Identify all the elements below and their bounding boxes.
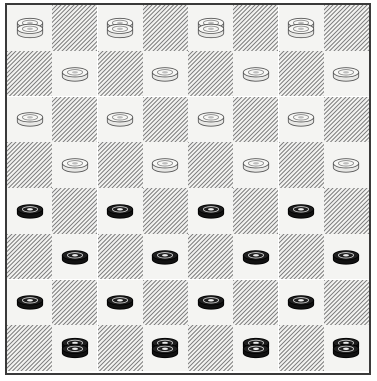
board-square-r1-c1[interactable] xyxy=(52,51,97,97)
white-man-piece[interactable] xyxy=(148,63,182,85)
board-square-r6-c5[interactable] xyxy=(233,280,278,326)
white-man-piece[interactable] xyxy=(329,63,363,85)
black-man-piece[interactable] xyxy=(194,200,228,222)
white-man-piece[interactable] xyxy=(329,154,363,176)
board-square-r0-c2[interactable] xyxy=(98,5,143,51)
board-square-r5-c4[interactable] xyxy=(188,234,233,280)
board-square-r4-c2[interactable] xyxy=(98,188,143,234)
black-man-piece[interactable] xyxy=(103,200,137,222)
white-man-piece[interactable] xyxy=(58,63,92,85)
white-man-piece[interactable] xyxy=(103,108,137,130)
board-square-r7-c5[interactable] xyxy=(233,325,278,371)
board-square-r2-c1[interactable] xyxy=(52,97,97,143)
board-square-r4-c7[interactable] xyxy=(324,188,369,234)
board-square-r3-c5[interactable] xyxy=(233,142,278,188)
board-square-r0-c7[interactable] xyxy=(324,5,369,51)
board-square-r0-c0[interactable] xyxy=(7,5,52,51)
black-man-piece[interactable] xyxy=(284,291,318,313)
board-square-r5-c6[interactable] xyxy=(279,234,324,280)
board-square-r2-c6[interactable] xyxy=(279,97,324,143)
board-square-r1-c5[interactable] xyxy=(233,51,278,97)
board-square-r6-c1[interactable] xyxy=(52,280,97,326)
board-square-r7-c6[interactable] xyxy=(279,325,324,371)
board-square-r3-c1[interactable] xyxy=(52,142,97,188)
black-man-piece[interactable] xyxy=(13,200,47,222)
black-king-piece[interactable] xyxy=(148,337,182,359)
board-square-r6-c3[interactable] xyxy=(143,280,188,326)
black-king-piece[interactable] xyxy=(329,337,363,359)
board-square-r1-c2[interactable] xyxy=(98,51,143,97)
board-square-r2-c7[interactable] xyxy=(324,97,369,143)
board-square-r4-c6[interactable] xyxy=(279,188,324,234)
board-square-r3-c6[interactable] xyxy=(279,142,324,188)
black-man-piece[interactable] xyxy=(103,291,137,313)
board-square-r2-c5[interactable] xyxy=(233,97,278,143)
board-square-r5-c1[interactable] xyxy=(52,234,97,280)
white-man-piece[interactable] xyxy=(239,63,273,85)
board-square-r5-c0[interactable] xyxy=(7,234,52,280)
board-square-r7-c4[interactable] xyxy=(188,325,233,371)
white-king-piece[interactable] xyxy=(284,17,318,39)
board-square-r7-c2[interactable] xyxy=(98,325,143,371)
board-square-r3-c3[interactable] xyxy=(143,142,188,188)
board-square-r4-c1[interactable] xyxy=(52,188,97,234)
white-king-piece[interactable] xyxy=(194,17,228,39)
board-square-r7-c3[interactable] xyxy=(143,325,188,371)
board-square-r1-c4[interactable] xyxy=(188,51,233,97)
board-square-r3-c0[interactable] xyxy=(7,142,52,188)
board-square-r5-c3[interactable] xyxy=(143,234,188,280)
board-square-r1-c3[interactable] xyxy=(143,51,188,97)
board-square-r3-c7[interactable] xyxy=(324,142,369,188)
board-square-r3-c4[interactable] xyxy=(188,142,233,188)
board-square-r7-c1[interactable] xyxy=(52,325,97,371)
board-square-r7-c7[interactable] xyxy=(324,325,369,371)
board-square-r0-c3[interactable] xyxy=(143,5,188,51)
white-king-piece[interactable] xyxy=(13,17,47,39)
board-square-r2-c0[interactable] xyxy=(7,97,52,143)
white-man-piece[interactable] xyxy=(239,154,273,176)
black-man-piece[interactable] xyxy=(13,291,47,313)
black-man-piece[interactable] xyxy=(58,246,92,268)
board-square-r6-c6[interactable] xyxy=(279,280,324,326)
board-square-r6-c0[interactable] xyxy=(7,280,52,326)
white-man-piece[interactable] xyxy=(148,154,182,176)
board-square-r1-c7[interactable] xyxy=(324,51,369,97)
board-square-r0-c6[interactable] xyxy=(279,5,324,51)
board-square-r6-c2[interactable] xyxy=(98,280,143,326)
board-square-r4-c5[interactable] xyxy=(233,188,278,234)
board-square-r5-c7[interactable] xyxy=(324,234,369,280)
white-man-piece[interactable] xyxy=(58,154,92,176)
board-square-r0-c4[interactable] xyxy=(188,5,233,51)
board-square-r3-c2[interactable] xyxy=(98,142,143,188)
board-square-r4-c3[interactable] xyxy=(143,188,188,234)
black-man-piece[interactable] xyxy=(284,200,318,222)
board-square-r2-c2[interactable] xyxy=(98,97,143,143)
black-king-piece[interactable] xyxy=(239,337,273,359)
checkerboard xyxy=(5,3,371,375)
white-king-piece[interactable] xyxy=(103,17,137,39)
black-man-piece[interactable] xyxy=(148,246,182,268)
board-square-r7-c0[interactable] xyxy=(7,325,52,371)
board-square-r5-c5[interactable] xyxy=(233,234,278,280)
white-man-piece[interactable] xyxy=(284,108,318,130)
board-square-r6-c4[interactable] xyxy=(188,280,233,326)
black-man-piece[interactable] xyxy=(194,291,228,313)
black-man-piece[interactable] xyxy=(239,246,273,268)
board-square-r0-c5[interactable] xyxy=(233,5,278,51)
board-square-r2-c3[interactable] xyxy=(143,97,188,143)
board-square-r5-c2[interactable] xyxy=(98,234,143,280)
board-square-r1-c6[interactable] xyxy=(279,51,324,97)
board-square-r2-c4[interactable] xyxy=(188,97,233,143)
board-square-r4-c0[interactable] xyxy=(7,188,52,234)
white-man-piece[interactable] xyxy=(13,108,47,130)
white-man-piece[interactable] xyxy=(194,108,228,130)
board-square-r1-c0[interactable] xyxy=(7,51,52,97)
board-square-r0-c1[interactable] xyxy=(52,5,97,51)
board-square-r6-c7[interactable] xyxy=(324,280,369,326)
board-square-r4-c4[interactable] xyxy=(188,188,233,234)
black-man-piece[interactable] xyxy=(329,246,363,268)
black-king-piece[interactable] xyxy=(58,337,92,359)
